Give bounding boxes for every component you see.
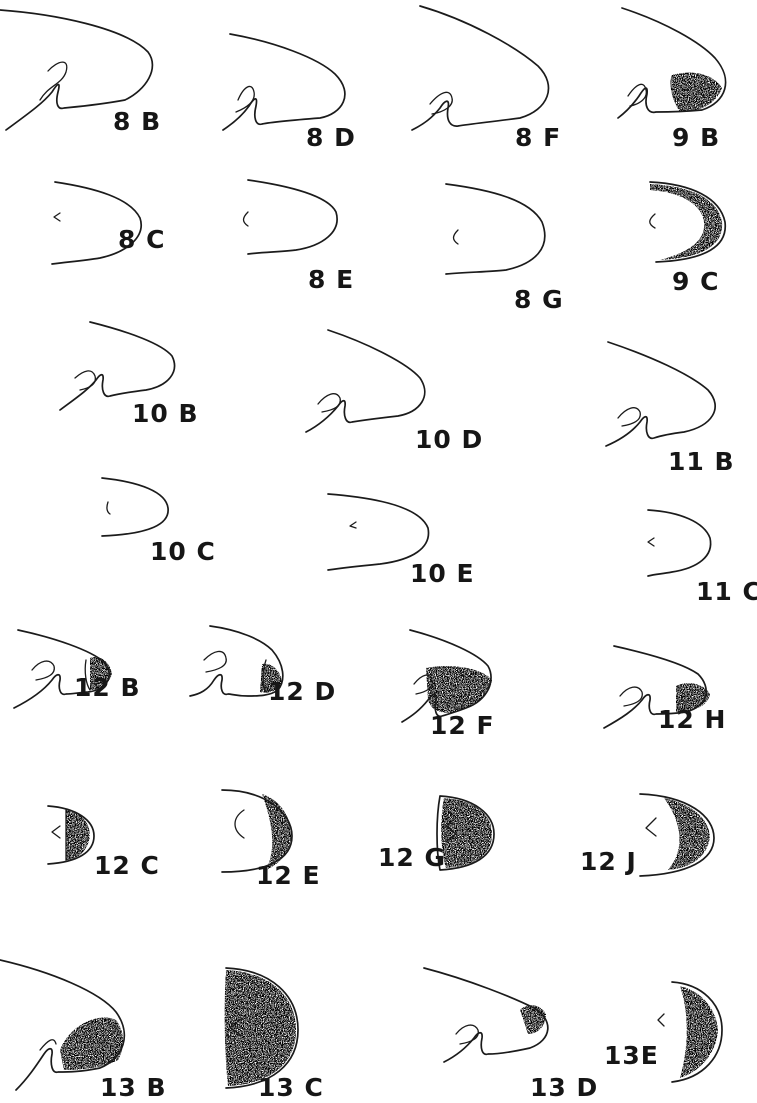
- hemipenis-top-outline: [446, 184, 545, 274]
- figure-10D: 10 D: [306, 330, 483, 454]
- figure-label: 12 F: [430, 711, 495, 740]
- figure-label: 10 B: [132, 399, 199, 428]
- figure-label: 13E: [604, 1041, 659, 1070]
- figure-label: 8 D: [306, 123, 356, 152]
- hemipenis-top-outline: [244, 180, 338, 254]
- stipple: [680, 986, 718, 1078]
- figure-12G: 12 G: [378, 796, 494, 872]
- figure-label: 8 C: [118, 225, 165, 254]
- hemipenis-side-outline: [223, 34, 345, 130]
- figure-12E: 12 E: [222, 790, 321, 890]
- hemipenis-side-outline: [606, 342, 715, 446]
- hemipenis-side-outline: [306, 330, 425, 432]
- figure-9C: 9 C: [650, 182, 726, 296]
- figure-label: 8 B: [113, 107, 161, 136]
- figure-12F: 12 F: [402, 630, 495, 740]
- figure-13C: 13 C: [225, 968, 324, 1102]
- figure-label: 12 C: [94, 851, 160, 880]
- hemipenis-top-outline: [648, 510, 711, 576]
- figure-11C: 11 C: [648, 510, 757, 606]
- stipple: [670, 73, 722, 112]
- figure-10B: 10 B: [60, 322, 199, 428]
- figure-label: 13 B: [100, 1073, 167, 1102]
- figure-label: 8 F: [515, 123, 561, 152]
- figure-9B: 9 B: [618, 8, 726, 152]
- stipple: [262, 794, 292, 870]
- stipple: [441, 798, 492, 868]
- hemipenis-side-outline: [60, 322, 174, 410]
- figure-8B: 8 B: [0, 10, 161, 136]
- figure-label: 11 C: [696, 577, 757, 606]
- figure-label: 8 E: [308, 265, 354, 294]
- figure-label: 10 D: [415, 425, 483, 454]
- stipple: [225, 970, 296, 1086]
- figure-8G: 8 G: [446, 184, 564, 314]
- figure-label: 11 B: [668, 447, 735, 476]
- figure-13E: 13E: [604, 982, 722, 1082]
- stipple: [650, 184, 722, 260]
- figure-label: 9 C: [672, 267, 719, 296]
- hemipenis-top-outline: [102, 478, 168, 536]
- figure-13D: 13 D: [424, 968, 598, 1102]
- figure-12J: 12 J: [580, 794, 714, 876]
- figure-12C: 12 C: [48, 806, 160, 880]
- figure-11B: 11 B: [606, 342, 735, 476]
- hemipenis-side-outline: [412, 6, 548, 130]
- figure-label: 12 D: [268, 677, 336, 706]
- figure-8E: 8 E: [244, 180, 355, 294]
- figure-label: 10 C: [150, 537, 216, 566]
- figure-12H: 12 H: [604, 646, 726, 734]
- figure-12D: 12 D: [190, 626, 336, 706]
- stipple: [520, 1005, 546, 1034]
- figure-label: 10 E: [410, 559, 475, 588]
- figure-label: 12 G: [378, 843, 446, 872]
- figure-8C: 8 C: [52, 182, 165, 264]
- figure-8F: 8 F: [412, 6, 561, 152]
- figure-label: 9 B: [672, 123, 720, 152]
- figure-label: 13 D: [530, 1073, 598, 1102]
- figure-label: 12 B: [74, 673, 141, 702]
- figure-10E: 10 E: [328, 494, 475, 588]
- figure-label: 8 G: [514, 285, 564, 314]
- figure-13B: 13 B: [0, 960, 167, 1102]
- figure-10C: 10 C: [102, 478, 216, 566]
- figure-label: 12 E: [256, 861, 321, 890]
- figure-12B: 12 B: [14, 630, 141, 708]
- figure-label: 12 J: [580, 847, 637, 876]
- figure-label: 13 C: [258, 1073, 324, 1102]
- stipple: [60, 1018, 123, 1070]
- figure-8D: 8 D: [223, 34, 356, 152]
- figure-label: 12 H: [658, 705, 726, 734]
